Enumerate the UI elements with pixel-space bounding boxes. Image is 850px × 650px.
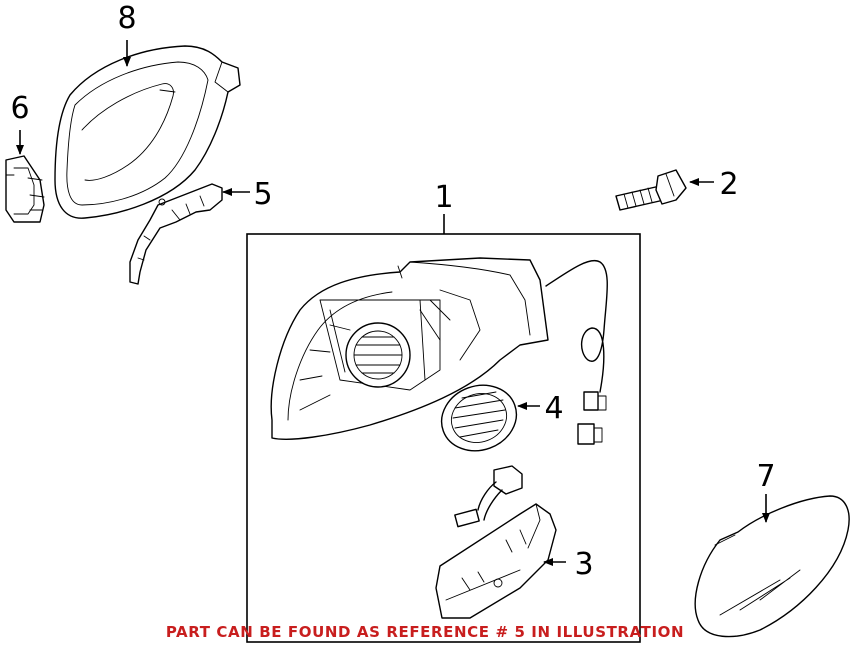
mirror-housing-cover-part[interactable] bbox=[54, 45, 241, 219]
motor-actuator-part[interactable] bbox=[432, 375, 525, 461]
lower-cover-part[interactable] bbox=[435, 465, 557, 619]
mirror-assembly-part[interactable] bbox=[270, 257, 608, 445]
callout-1[interactable]: 1 bbox=[434, 180, 453, 215]
bolt-part[interactable] bbox=[615, 169, 687, 211]
callout-8[interactable]: 8 bbox=[117, 1, 136, 36]
callout-3[interactable]: 3 bbox=[574, 547, 593, 582]
callout-4[interactable]: 4 bbox=[544, 391, 563, 426]
side-lamp-part[interactable] bbox=[5, 155, 45, 223]
mirror-glass-part[interactable] bbox=[694, 495, 850, 638]
callout-2[interactable]: 2 bbox=[719, 167, 738, 202]
reference-note: PART CAN BE FOUND AS REFERENCE # 5 IN IL… bbox=[165, 623, 685, 641]
callout-5[interactable]: 5 bbox=[253, 177, 272, 212]
callout-7[interactable]: 7 bbox=[756, 459, 775, 494]
callout-6[interactable]: 6 bbox=[10, 91, 29, 126]
